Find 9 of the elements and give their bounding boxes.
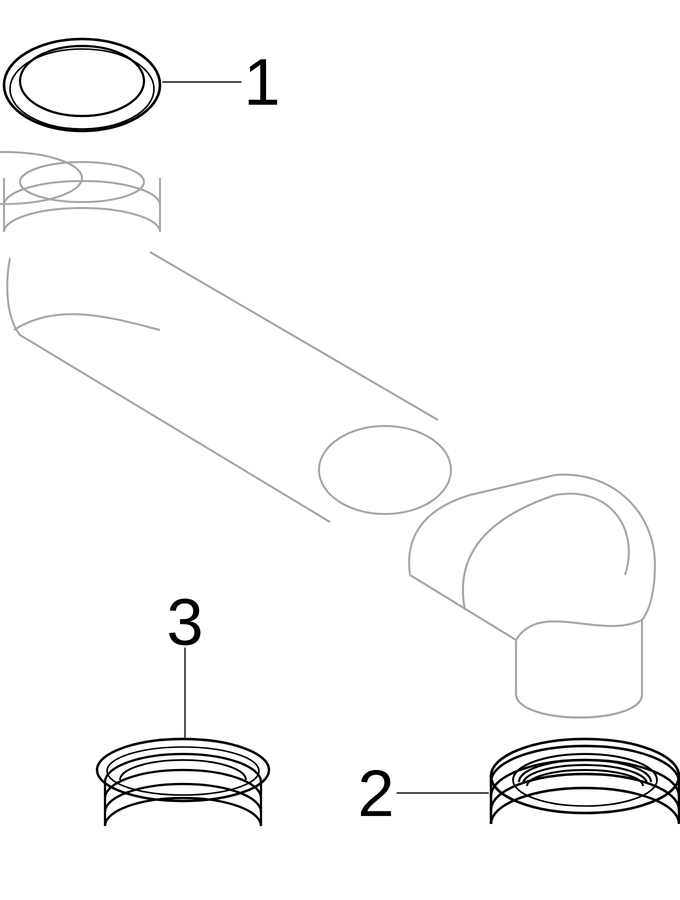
- callout-number: 1: [248, 59, 278, 105]
- seal-ring-drawing: [2, 38, 162, 132]
- threaded-ring-drawing: [490, 738, 680, 824]
- callout-number: 2: [360, 770, 392, 816]
- leader-line: [184, 648, 186, 738]
- callout-number: 3: [169, 598, 200, 646]
- leader-line: [396, 792, 489, 794]
- adapter-drawing: [96, 738, 270, 826]
- leader-line: [162, 81, 242, 83]
